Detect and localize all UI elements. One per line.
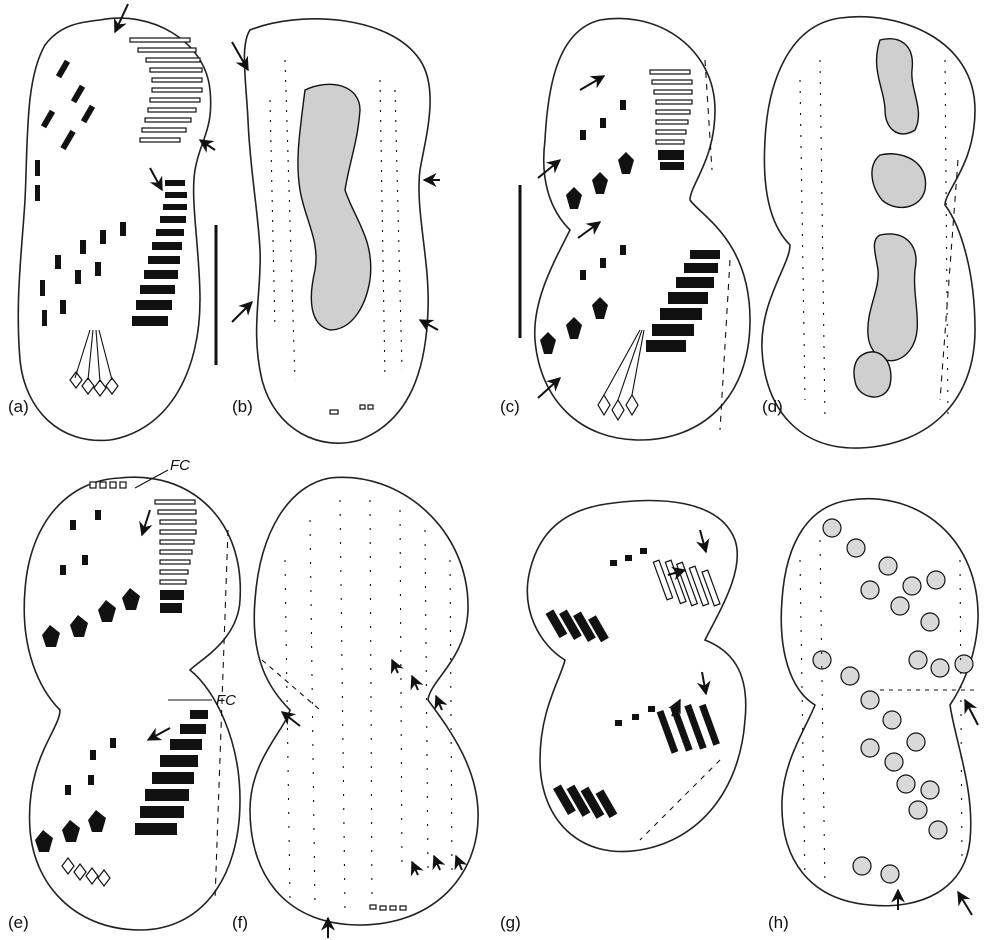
cell-outline-c [535, 18, 750, 440]
cell-outline-e [24, 477, 240, 930]
panel-label-g: (g) [500, 913, 521, 932]
fc-label-top: FC [170, 457, 190, 474]
panel-b: (b) [232, 19, 440, 443]
panel-c: (c) [500, 18, 750, 440]
panel-label-c: (c) [500, 397, 520, 416]
panel-a: (a) [8, 4, 215, 440]
macronucleus-d3 [868, 234, 918, 361]
cell-outline-h [781, 499, 978, 906]
arrow-b2 [232, 302, 252, 322]
panel-label-a: (a) [8, 397, 29, 416]
arrow-h3 [958, 892, 972, 915]
cell-outline-f [250, 477, 478, 925]
panel-label-b: (b) [232, 397, 253, 416]
panel-label-h: (h) [768, 913, 789, 932]
panel-d: (d) [762, 17, 975, 448]
panel-e: FC FC (e) [8, 457, 240, 932]
panel-f: (f) [232, 477, 478, 938]
fc-label-bottom: FC [216, 692, 236, 709]
panel-h: (h) [768, 499, 978, 932]
panel-label-d: (d) [762, 397, 783, 416]
panel-label-e: (e) [8, 913, 29, 932]
macronucleus-d4 [854, 352, 891, 397]
panel-label-f: (f) [232, 913, 248, 932]
panel-g: (g) [500, 501, 746, 932]
arrow-h1 [965, 700, 978, 725]
arrowhead-f4 [436, 696, 442, 710]
